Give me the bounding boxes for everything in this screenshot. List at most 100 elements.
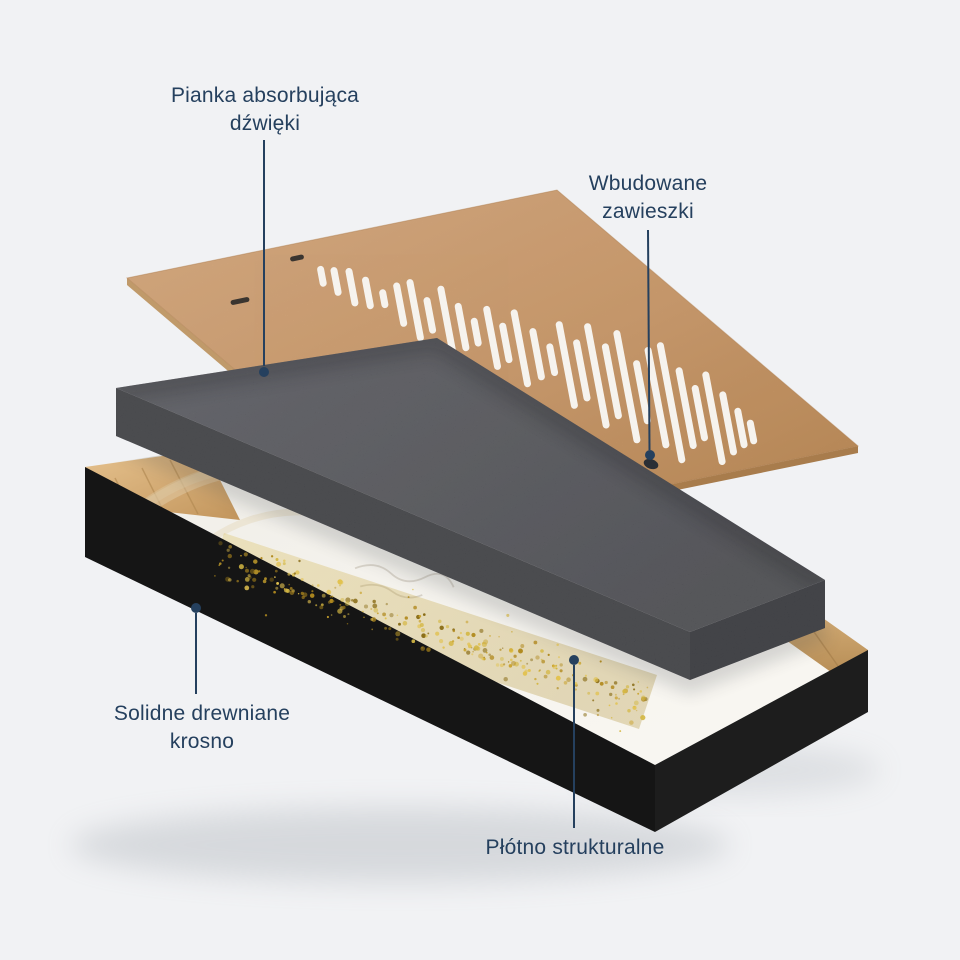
glitter-dot	[637, 681, 640, 683]
board-slot	[345, 268, 359, 307]
glitter-dot	[559, 669, 563, 673]
glitter-dot	[309, 593, 315, 598]
glitter-dot	[227, 553, 232, 559]
glitter-dot	[543, 674, 548, 679]
glitter-dot	[270, 555, 274, 558]
glitter-dot	[613, 681, 618, 685]
glitter-dot	[610, 685, 615, 690]
glitter-dot	[556, 687, 559, 690]
glitter-dot	[639, 690, 643, 693]
glitter-dot	[279, 583, 285, 589]
label-hangers-line2: zawieszki	[602, 199, 694, 223]
glitter-dot	[472, 650, 474, 653]
board-slot	[746, 419, 758, 445]
glitter-dot	[370, 608, 373, 610]
glitter-dot	[260, 557, 263, 560]
board-slot	[573, 339, 591, 402]
glitter-dot	[476, 646, 481, 651]
board-slot	[529, 328, 545, 381]
glitter-dot	[508, 664, 513, 668]
glitter-dot	[452, 629, 456, 633]
glitter-dot	[311, 590, 314, 593]
glitter-dot	[547, 653, 550, 657]
leader-dot-hangers	[645, 450, 655, 460]
glitter-dot	[253, 559, 258, 564]
glitter-dot	[424, 634, 428, 638]
glitter-dot	[622, 689, 627, 694]
glitter-dot	[276, 581, 280, 585]
glitter-dot	[485, 651, 488, 654]
leader-dot-foam	[259, 367, 269, 377]
glitter-dot	[459, 636, 464, 641]
glitter-dot	[629, 720, 634, 725]
glitter-dot	[385, 602, 388, 606]
glitter-dot	[435, 631, 440, 636]
glitter-dot	[442, 646, 445, 649]
glitter-dot	[471, 632, 476, 638]
glitter-dot	[302, 592, 308, 598]
label-frame: Solidne drewniane krosno	[62, 700, 342, 755]
board-slot	[362, 276, 374, 310]
glitter-dot	[539, 669, 541, 671]
glitter-dot	[521, 664, 526, 669]
gold-glitter	[214, 541, 649, 733]
glitter-dot	[604, 680, 608, 685]
glitter-dot	[362, 610, 364, 613]
glitter-dot	[404, 616, 408, 620]
glitter-dot	[326, 589, 332, 595]
glitter-dot	[511, 631, 513, 633]
leader-dots	[191, 367, 655, 665]
glitter-dot	[498, 635, 500, 638]
board-slot	[584, 323, 610, 429]
glitter-dot	[372, 599, 376, 604]
glitter-dot	[608, 704, 611, 707]
glitter-dot	[346, 622, 349, 625]
glitter-dot	[276, 561, 282, 567]
glitter-dot	[372, 603, 378, 609]
board-slot	[633, 360, 651, 425]
glitter-dot	[566, 677, 571, 682]
glitter-dot	[275, 586, 279, 590]
glitter-dot	[465, 620, 469, 624]
glitter-dot	[507, 661, 510, 663]
glitter-dot	[238, 564, 244, 570]
glitter-dot	[422, 613, 426, 616]
glitter-dot	[615, 702, 618, 705]
canvas-front-edge	[85, 467, 655, 832]
board-slot	[702, 371, 726, 465]
glitter-dot	[244, 585, 250, 591]
board-slot	[423, 297, 437, 334]
board-slot	[379, 289, 389, 309]
glitter-dot	[535, 655, 540, 660]
glitter-dot	[483, 656, 485, 659]
glitter-dot	[427, 632, 430, 635]
board-slot	[675, 367, 697, 449]
glitter-dot	[488, 653, 492, 657]
glitter-dot	[522, 671, 528, 676]
glitter-dot	[395, 631, 401, 637]
canvas-right-edge	[655, 650, 868, 832]
board-slot	[393, 282, 408, 327]
glitter-dot	[282, 562, 286, 566]
glitter-dot	[247, 574, 251, 578]
glitter-dot	[274, 576, 276, 578]
glitter-dot	[245, 568, 249, 573]
glitter-dot	[563, 681, 568, 685]
label-hangers: Wbudowane zawieszki	[518, 170, 778, 225]
glitter-dot	[481, 641, 487, 648]
glitter-dot	[418, 619, 422, 623]
board-slot	[644, 346, 670, 449]
leader-line-hangers	[647, 229, 651, 451]
board-slot	[555, 321, 578, 409]
glitter-dot	[359, 591, 363, 595]
glitter-dot	[633, 688, 636, 691]
glitter-dot	[646, 686, 649, 689]
board-slot	[656, 342, 686, 464]
glitter-dot	[311, 584, 314, 587]
glitter-dot	[240, 554, 242, 557]
glitter-dot	[353, 598, 358, 604]
glitter-dot	[614, 693, 617, 696]
glitter-dot	[459, 631, 463, 635]
label-frame-line2: krosno	[169, 729, 235, 753]
label-canvas-line1: Płótno strukturalne	[485, 836, 665, 859]
